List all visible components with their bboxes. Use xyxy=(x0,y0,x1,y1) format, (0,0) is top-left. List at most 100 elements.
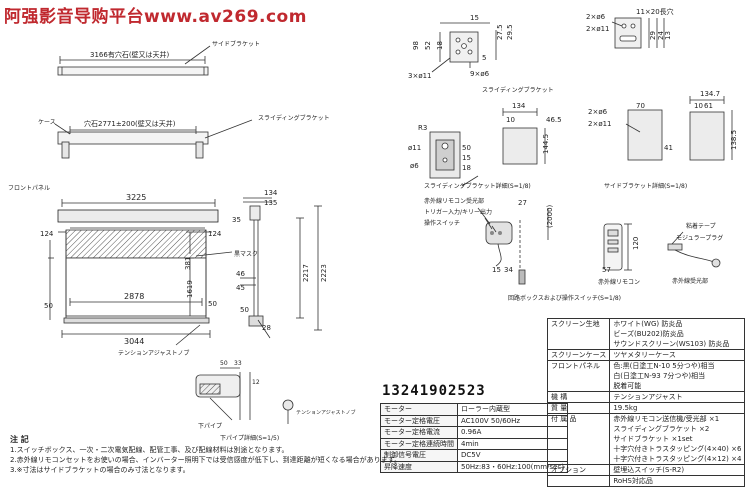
spec-line: テンションアジャスト xyxy=(613,393,683,401)
spec-right-key: フロントパネル xyxy=(546,360,611,392)
spec-line: スライディングブラケット ×2 xyxy=(613,425,710,433)
sw-dim-15: 15 xyxy=(492,266,501,274)
switch-box-diagram xyxy=(477,207,721,285)
sw-dim-2000: (2000) xyxy=(546,204,554,228)
bd-dim-12: 12 xyxy=(252,379,260,386)
note-line: 3.※寸法はサイドブラケットの場合のみ寸法となります。 xyxy=(10,466,190,474)
receiver-label: 赤外線受光部 xyxy=(672,277,708,285)
bd-dim-50: 50 xyxy=(220,360,228,367)
slide-dim-10: 10 xyxy=(506,116,515,124)
table-row: モーターローラー内蔵型 xyxy=(380,403,568,416)
spec-line: 赤外線リモコン送信機/受光部 ×1 xyxy=(613,415,720,423)
table-row: 質 量 19.5kg xyxy=(546,402,746,414)
watermark: 阿强影音导购平台www.av269.com xyxy=(4,7,307,27)
ir-receiver-label: 赤外線リモコン受光部 xyxy=(424,197,484,205)
holes-3x11: 3×ø11 xyxy=(408,72,432,80)
table-row: スクリーン生地 ホワイト(WG) 防炎品ビーズ(BU202)防炎品サウンドスクリ… xyxy=(546,318,746,350)
sw-dim-120: 120 xyxy=(632,237,640,250)
slide-dim-144-5: 144.5 xyxy=(542,134,550,154)
spec-line: 色:黒(日塗工N-10 5分つや)相当 xyxy=(613,362,715,370)
side-bracket-detail xyxy=(625,96,733,161)
front-panel-label: フロントパネル xyxy=(8,185,50,192)
slide-caption: スライディングブラケット詳細(S=1/8) xyxy=(424,182,531,190)
note-line: 1.スイッチボックス、一次・二次電気配線、配管工事、及び配線材料は別途となります… xyxy=(10,446,289,454)
table-row: 機 構 テンションアジャスト xyxy=(546,391,746,403)
dim-24: 24 xyxy=(657,31,665,40)
side-hole-b: 2×ø11 xyxy=(588,120,612,128)
dim-18: 18 xyxy=(436,41,444,50)
spec-line: サウンドスクリーン(WS103) 防炎品 xyxy=(613,340,730,348)
dim-13: 13 xyxy=(664,31,672,40)
spec-key: 昇降速度 xyxy=(380,460,458,473)
spec-right-value: 色:黒(日塗工N-10 5分つや)相当白(日塗工N-93 7分つや)相当脱着可能 xyxy=(609,360,746,392)
top-view xyxy=(54,45,253,159)
side-dim-138-5: 138.5 xyxy=(730,130,738,150)
remote-label: 赤外線リモコン xyxy=(598,278,640,286)
spec-line: 脱着可能 xyxy=(613,382,642,390)
tape-label: 粘着テープ xyxy=(686,222,716,230)
side-holes-6: 2×ø6 xyxy=(586,13,606,21)
slide-dim-15: 15 xyxy=(462,154,471,162)
plug-label: モジュラープラグ xyxy=(676,234,723,242)
spec-right-value: ホワイト(WG) 防炎品ビーズ(BU202)防炎品サウンドスクリーン(WS103… xyxy=(609,318,746,350)
dim-50-left: 50 xyxy=(44,302,53,310)
spec-right-table: スクリーン生地 ホワイト(WG) 防炎品ビーズ(BU202)防炎品サウンドスクリ… xyxy=(546,318,746,487)
spec-key: 制御信号電圧 xyxy=(380,449,458,462)
dim-2223: 2223 xyxy=(320,264,328,282)
spec-right-value: 19.5kg xyxy=(609,402,746,414)
side-dim-134-7: 134.7 xyxy=(700,90,720,98)
dim-5: 5 xyxy=(482,54,486,62)
trigger-label: トリガー入力/キリー出力 xyxy=(424,208,492,216)
spec-right-key: オプション xyxy=(546,464,611,476)
spec-line: ビーズ(BU202)防炎品 xyxy=(613,330,684,338)
slide-bracket-label: スライディングブラケット xyxy=(258,114,330,122)
dim-50-right: 50 xyxy=(208,300,217,308)
dim-28: 28 xyxy=(262,324,271,332)
spec-right-value: RoHS対応品 xyxy=(609,475,746,487)
dim-381: 381 xyxy=(184,257,192,270)
phone-number: 13241902523 xyxy=(382,383,486,399)
slide-dim-50: 50 xyxy=(462,144,471,152)
black-mask-label: 黒マスク xyxy=(234,251,258,258)
front-view xyxy=(48,197,322,346)
spec-key: モーター定格電圧 xyxy=(380,414,458,427)
spec-right-key: 付 属 品 xyxy=(546,413,611,465)
spec-line: 19.5kg xyxy=(613,404,638,412)
slot-11x20: 11×20長穴 xyxy=(636,7,674,16)
spec-right-key: スクリーン生地 xyxy=(546,318,611,350)
pipe-caption: 下パイプ詳細(S=1/5) xyxy=(220,434,279,442)
spec-line: RoHS対応品 xyxy=(613,477,653,485)
dim-right-top: 124 xyxy=(208,230,222,238)
dim-29-5: 29.5 xyxy=(506,24,514,40)
table-row: スクリーンケース ツヤメタリーケース xyxy=(546,349,746,361)
slide-bracket-detail xyxy=(429,108,546,187)
dim-35: 35 xyxy=(232,216,241,224)
side-dim-70: 70 xyxy=(636,102,645,110)
spec-line: ツヤメタリーケース xyxy=(613,351,676,359)
notes-title: 注 記 xyxy=(10,435,29,444)
dim-29: 29 xyxy=(649,31,657,40)
spec-line: 十字穴付きトラスタッピング(4×12) ×4 xyxy=(613,455,742,463)
dim-1619: 1619 xyxy=(186,280,194,298)
sw-dim-34: 34 xyxy=(504,266,513,274)
slide-dia-6: ø6 xyxy=(410,162,419,170)
side-dim-10: 10 xyxy=(694,102,703,110)
bd-dim-33: 33 xyxy=(234,360,242,367)
dim-135: 135 xyxy=(264,199,277,207)
tension-knob-label: テンションアジャストノブ xyxy=(118,349,189,357)
bracket-top-view xyxy=(431,17,665,73)
pipe-label: 下パイプ xyxy=(198,423,222,430)
spec-right-key: 質 量 xyxy=(546,402,611,414)
notes: 注 記 1.スイッチボックス、一次・二次電気配線、配管工事、及び配線材料は別途と… xyxy=(10,435,401,475)
mount-dim: 3166有穴石(壁又は天井) xyxy=(90,50,170,59)
dim-134: 134 xyxy=(264,189,278,197)
side-dim-41: 41 xyxy=(664,144,673,152)
dim-3044: 3044 xyxy=(124,337,144,346)
